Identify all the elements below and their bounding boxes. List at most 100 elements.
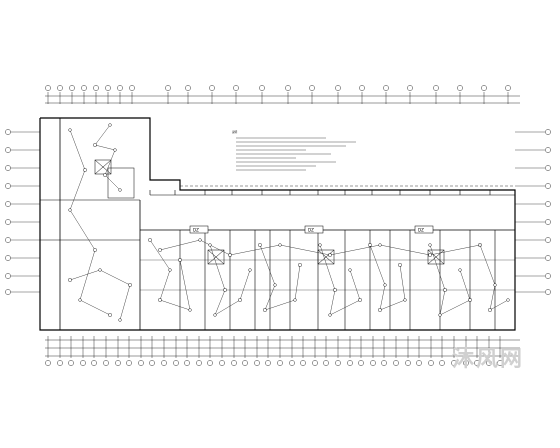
axis-bubble xyxy=(5,147,11,153)
wire-run xyxy=(69,129,111,316)
axis-bubble xyxy=(474,360,480,366)
axis-bubble xyxy=(5,201,11,207)
axis-bubble xyxy=(80,360,86,366)
design-notes: 说明 xyxy=(232,130,356,171)
building-outline xyxy=(39,117,516,331)
axis-bubble xyxy=(149,360,155,366)
outlet-icon xyxy=(228,253,232,257)
axis-bubble xyxy=(45,85,51,91)
fixture-symbols xyxy=(68,123,510,322)
unit-label-2: DZ xyxy=(308,228,314,233)
core-hatch xyxy=(94,159,112,175)
axis-bubble xyxy=(242,360,248,366)
axis-bubble xyxy=(81,85,87,91)
outlet-icon xyxy=(68,278,72,282)
outlet-icon xyxy=(178,258,182,262)
axis-bubble xyxy=(545,129,551,135)
axis-bubble xyxy=(383,85,389,91)
stair-cores xyxy=(94,159,445,265)
core-hatch xyxy=(427,249,445,265)
wire-run xyxy=(159,239,481,256)
axis-bubble xyxy=(91,360,97,366)
dimension-lines xyxy=(45,95,520,357)
light-fixture-icon xyxy=(328,313,332,317)
outlet-icon xyxy=(93,248,97,252)
light-fixture-icon xyxy=(348,268,352,272)
notes-lines xyxy=(236,137,356,171)
light-fixture-icon xyxy=(293,298,297,302)
axis-bubble xyxy=(138,360,144,366)
light-fixture-icon xyxy=(318,243,322,247)
axis-bubble xyxy=(5,255,11,261)
axis-bubble xyxy=(545,165,551,171)
wire-run xyxy=(149,239,191,311)
axis-bubble xyxy=(505,85,511,91)
light-fixture-icon xyxy=(403,298,407,302)
light-fixture-icon xyxy=(458,268,462,272)
light-fixture-icon xyxy=(438,313,442,317)
axis-bubble xyxy=(545,201,551,207)
stair-core xyxy=(94,159,112,175)
axis-bubble xyxy=(405,360,411,366)
light-fixture-icon xyxy=(248,268,252,272)
axis-bubble xyxy=(481,85,487,91)
outlet-icon xyxy=(158,248,162,252)
axis-bubble xyxy=(209,85,215,91)
axis-bubble xyxy=(93,85,99,91)
axis-bubbles-right xyxy=(515,129,551,295)
core-hatch xyxy=(317,249,335,265)
outlet-icon xyxy=(428,253,432,257)
axis-bubble xyxy=(165,85,171,91)
outlet-icon xyxy=(148,238,152,242)
axis-bubble xyxy=(545,255,551,261)
axis-bubble xyxy=(407,85,413,91)
outlet-icon xyxy=(238,298,242,302)
axis-bubble xyxy=(545,183,551,189)
axis-bubbles-left xyxy=(5,129,40,295)
axis-bubble xyxy=(115,360,121,366)
axis-bubble xyxy=(347,360,353,366)
outlet-icon xyxy=(258,243,262,247)
outlet-icon xyxy=(223,288,227,292)
light-fixture-icon xyxy=(68,208,72,212)
axis-bubble xyxy=(126,360,132,366)
light-fixture-icon xyxy=(68,128,72,132)
axis-bubble xyxy=(497,360,503,366)
light-fixture-icon xyxy=(278,243,282,247)
outlet-icon xyxy=(378,308,382,312)
light-fixture-icon xyxy=(168,268,172,272)
axis-bubble xyxy=(358,360,364,366)
axis-bubble xyxy=(416,360,422,366)
axis-bubbles-bottom xyxy=(45,336,503,366)
axis-bubble xyxy=(5,289,11,295)
outlet-icon xyxy=(368,243,372,247)
axis-bubble xyxy=(5,273,11,279)
light-fixture-icon xyxy=(208,243,212,247)
axis-bubble xyxy=(219,360,225,366)
axis-bubble xyxy=(207,360,213,366)
axis-bubble xyxy=(105,85,111,91)
axis-bubble xyxy=(545,219,551,225)
outlet-icon xyxy=(333,288,337,292)
outlet-icon xyxy=(93,143,97,147)
axis-bubble xyxy=(265,360,271,366)
axis-bubble xyxy=(312,360,318,366)
stair-core xyxy=(207,249,225,265)
axis-bubble xyxy=(117,85,123,91)
axis-bubble xyxy=(370,360,376,366)
light-fixture-icon xyxy=(493,283,497,287)
outlet-icon xyxy=(103,173,107,177)
axis-bubble xyxy=(285,85,291,91)
outlet-icon xyxy=(298,263,302,267)
wire-run xyxy=(429,244,471,316)
axis-bubble xyxy=(68,360,74,366)
axis-bubble xyxy=(545,273,551,279)
light-fixture-icon xyxy=(98,268,102,272)
outlet-icon xyxy=(83,168,87,172)
stair-core xyxy=(317,249,335,265)
axis-bubble xyxy=(439,360,445,366)
axis-bubble xyxy=(433,85,439,91)
light-fixture-icon xyxy=(273,283,277,287)
axis-bubble xyxy=(254,360,260,366)
